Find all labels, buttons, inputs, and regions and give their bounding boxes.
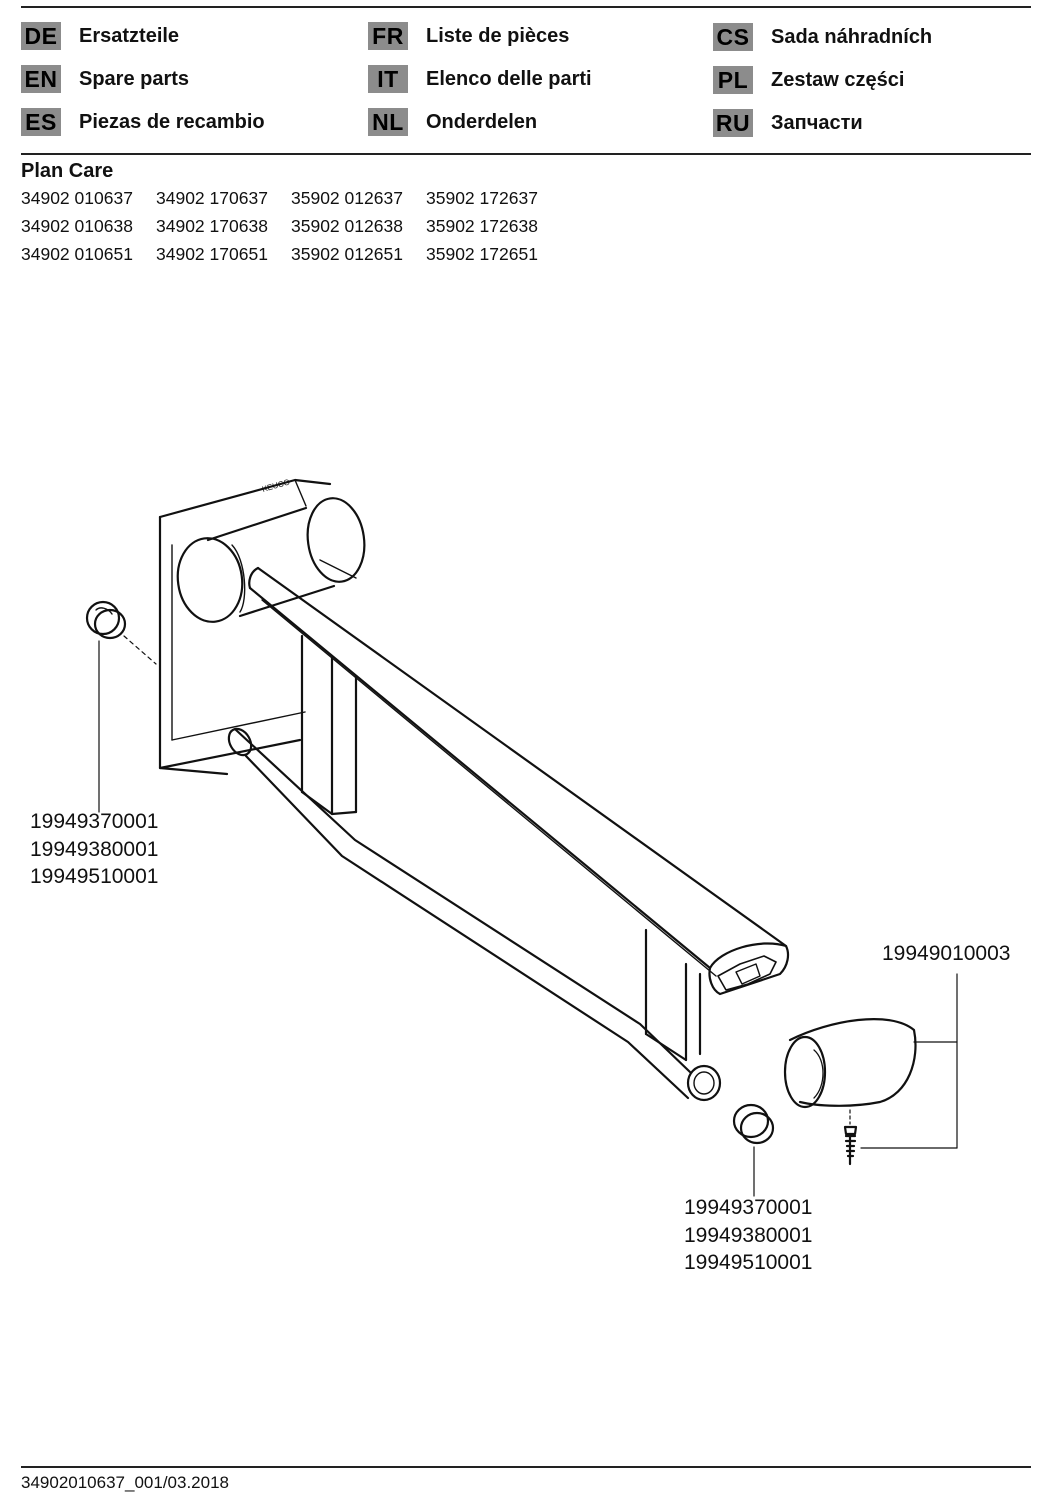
lang-label: Запчасти <box>771 111 863 134</box>
lang-row-cs: CS Sada náhradních <box>713 22 932 52</box>
lang-label: Ersatzteile <box>79 24 180 47</box>
brand-mark: KEUCO <box>261 477 291 493</box>
article-number: 34902 170651 <box>156 244 268 264</box>
lang-label: Liste de pièces <box>426 24 570 47</box>
callout-handle-knob: 19949010003 <box>882 940 1010 968</box>
article-number: 34902 010637 <box>21 188 133 208</box>
article-number: 34902 010638 <box>21 216 133 236</box>
top-rule <box>21 6 1031 8</box>
lang-code: EN <box>21 65 61 93</box>
lang-label: Onderdelen <box>426 110 538 133</box>
article-number: 35902 172651 <box>426 244 538 264</box>
document-id: 34902010637_001/03.2018 <box>21 1473 229 1492</box>
lang-code: RU <box>713 109 753 137</box>
article-number-row: 34902 010651 34902 170651 35902 012651 3… <box>21 244 561 272</box>
article-number: 35902 172637 <box>426 188 538 208</box>
lang-label: Piezas de recambio <box>79 110 265 133</box>
article-number: 35902 012651 <box>291 244 403 264</box>
grab-bar-arm <box>248 559 790 996</box>
part-number: 19949370001 <box>684 1196 813 1219</box>
article-number-row: 34902 010638 34902 170638 35902 012638 3… <box>21 216 561 244</box>
footer-rule <box>21 1466 1031 1468</box>
header-rule <box>21 153 1031 155</box>
lang-label: Zestaw części <box>771 68 905 91</box>
lang-row-de: DE Ersatzteile <box>21 21 179 51</box>
hinge-cylinder <box>176 497 366 623</box>
part-number: 19949380001 <box>30 837 159 861</box>
lang-row-es: ES Piezas de recambio <box>21 107 265 137</box>
fixing-screw <box>843 1109 858 1166</box>
lower-tube <box>227 727 722 1102</box>
article-number: 35902 012637 <box>291 188 403 208</box>
lang-code: ES <box>21 108 61 136</box>
support-strut <box>300 634 702 1062</box>
part-number: 19949380001 <box>684 1223 813 1247</box>
callout-end-cap-left: 19949370001 19949380001 19949510001 <box>30 808 158 891</box>
lang-code: FR <box>368 22 408 50</box>
part-number: 19949510001 <box>684 1251 813 1274</box>
part-number: 19949370001 <box>30 810 159 833</box>
article-number-table: 34902 010637 34902 170637 35902 012637 3… <box>21 188 561 272</box>
lang-row-it: IT Elenco delle parti <box>368 64 592 94</box>
lang-row-fr: FR Liste de pièces <box>368 21 569 51</box>
article-number-row: 34902 010637 34902 170637 35902 012637 3… <box>21 188 561 216</box>
product-title: Plan Care <box>21 160 114 182</box>
end-cap-right <box>732 1103 775 1197</box>
lang-row-ru: RU Запчасти <box>713 108 863 138</box>
article-number: 34902 170637 <box>156 188 268 208</box>
lang-row-en: EN Spare parts <box>21 64 189 94</box>
lang-code: CS <box>713 23 753 51</box>
article-number: 35902 172638 <box>426 216 538 236</box>
lang-code: NL <box>368 108 408 136</box>
part-number: 19949510001 <box>30 865 159 888</box>
lang-row-nl: NL Onderdelen <box>368 107 537 137</box>
lang-label: Sada náhradních <box>771 25 933 48</box>
wall-mounting-plate: KEUCO <box>158 477 332 776</box>
article-number: 35902 012638 <box>291 216 403 236</box>
lang-code: IT <box>368 65 408 93</box>
end-cap-left <box>85 600 157 813</box>
part-number: 19949010003 <box>882 942 1011 965</box>
callout-end-cap-right: 19949370001 19949380001 19949510001 <box>684 1194 812 1277</box>
knob-leader-line <box>860 973 958 1149</box>
lang-code: DE <box>21 22 61 50</box>
handle-knob <box>783 1018 917 1109</box>
lang-label: Elenco delle parti <box>426 67 592 90</box>
lang-row-pl: PL Zestaw części <box>713 65 904 95</box>
lang-code: PL <box>713 66 753 94</box>
article-number: 34902 010651 <box>21 244 133 264</box>
lang-label: Spare parts <box>79 67 190 90</box>
article-number: 34902 170638 <box>156 216 268 236</box>
